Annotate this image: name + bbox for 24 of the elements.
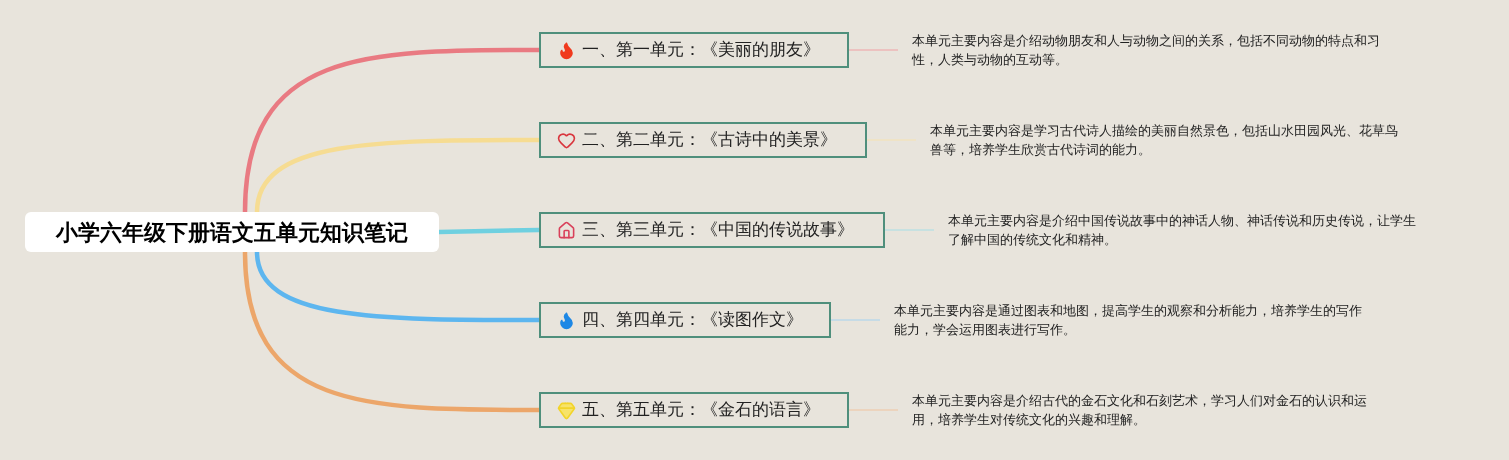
topic-text: 三、第三单元：《中国的传说故事》 bbox=[582, 218, 854, 242]
connector-line bbox=[254, 137, 539, 213]
note-text: 本单元主要内容是介绍中国传说故事中的神话人物、神话传说和历史传说，让学生了解中国的传统文化和精神。 bbox=[948, 212, 1417, 249]
connector-line bbox=[242, 47, 539, 213]
topic-box bbox=[539, 392, 849, 428]
note-text: 本单元主要内容是介绍动物朋友和人与动物之间的关系，包括不同动物的特点和习性，人类与动物的互动等。 bbox=[912, 32, 1381, 69]
topic-box bbox=[539, 212, 885, 248]
note-text: 本单元主要内容是介绍古代的金石文化和石刻艺术，学习人们对金石的认识和运用，培养学生对传统文化的兴趣和理解。 bbox=[912, 392, 1368, 429]
note-text: 本单元主要内容是学习古代诗人描绘的美丽自然景色，包括山水田园风光、花草鸟兽等，培养学生欣赏古代诗词的能力。 bbox=[930, 122, 1399, 159]
topic-text: 二、第二单元：《古诗中的美景》 bbox=[582, 128, 837, 152]
topic-box bbox=[539, 122, 867, 158]
connector-line bbox=[830, 319, 881, 321]
topic-text: 四、第四单元：《读图作文》 bbox=[582, 308, 803, 332]
connector-line bbox=[254, 251, 539, 323]
connector-line bbox=[438, 227, 540, 235]
central-topic-box: 小学六年级下册语文五单元知识笔记 bbox=[25, 212, 439, 252]
topic-text: 五、第五单元：《金石的语言》 bbox=[582, 398, 820, 422]
topic-box bbox=[539, 32, 849, 68]
topic-box bbox=[539, 302, 831, 338]
note-text: 本单元主要内容是通过图表和地图，提高学生的观察和分析能力，培养学生的写作能力，学会运用图表进行写作。 bbox=[894, 302, 1363, 339]
topic-text: 一、第一单元：《美丽的朋友》 bbox=[582, 38, 820, 62]
connector-line bbox=[242, 251, 539, 413]
connector-line bbox=[884, 229, 935, 231]
connector-line bbox=[848, 49, 899, 51]
